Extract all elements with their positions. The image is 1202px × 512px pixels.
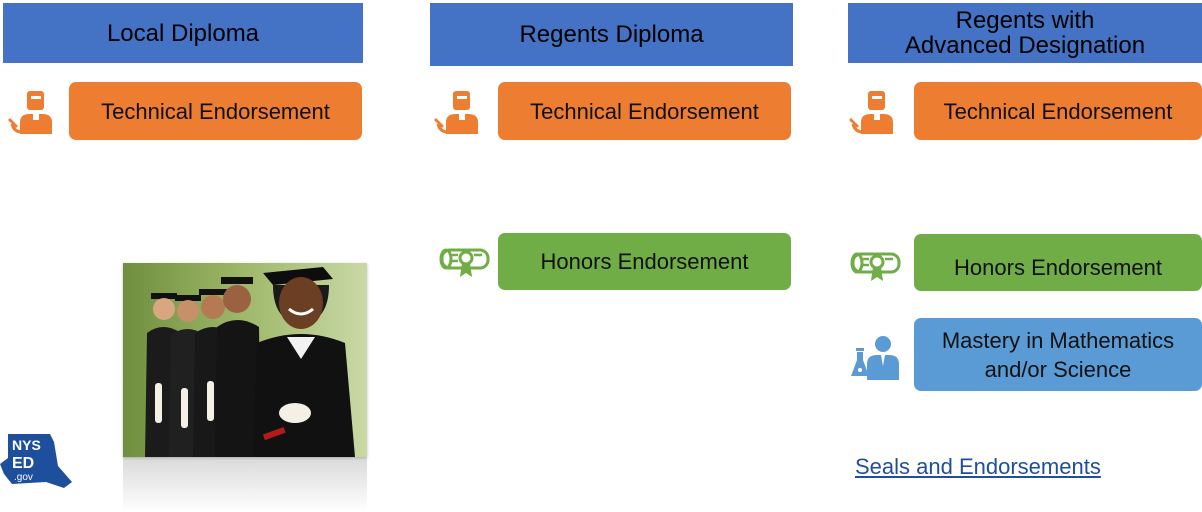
seals-and-endorsements-link[interactable]: Seals and Endorsements [855, 454, 1101, 479]
welder-icon [849, 91, 893, 134]
welder-icon [8, 91, 52, 134]
technical-endorsement-local: Technical Endorsement [69, 82, 362, 140]
header-local-diploma: Local Diploma [3, 3, 363, 63]
header-local-diploma-label: Local Diploma [106, 19, 260, 47]
header-regents-advanced-line2: Advanced Designation [904, 32, 1146, 59]
mastery-math-science: Mastery in Mathematics and/or Science [914, 318, 1202, 391]
nysed-logo: NYS ED .gov [0, 430, 76, 494]
honors-endorsement-regents: Honors Endorsement [498, 233, 791, 290]
header-regents-diploma: Regents Diploma [430, 3, 793, 66]
honors-endorsement-advanced: Honors Endorsement [914, 234, 1202, 291]
graduates-illustration [123, 263, 367, 457]
header-regents-diploma-label: Regents Diploma [519, 21, 704, 48]
diploma-icon [439, 248, 490, 277]
svg-text:NYS: NYS [12, 437, 41, 453]
technical-endorsement-advanced: Technical Endorsement [914, 82, 1202, 140]
honors-endorsement-label: Honors Endorsement [954, 255, 1162, 280]
diploma-icon [850, 252, 901, 281]
technical-endorsement-label: Technical Endorsement [943, 98, 1173, 124]
technical-endorsement-regents: Technical Endorsement [498, 82, 791, 140]
scientist-icon [851, 336, 899, 380]
honors-endorsement-label: Honors Endorsement [540, 249, 749, 274]
photo-reflection [123, 457, 367, 512]
header-regents-advanced: Regents with Advanced Designation [848, 3, 1202, 63]
graduates-photo [123, 263, 367, 457]
nysed-logo-graphic: NYS ED .gov [0, 434, 72, 488]
technical-endorsement-label: Technical Endorsement [530, 98, 759, 124]
welder-icon [434, 91, 478, 134]
svg-text:.gov: .gov [14, 472, 33, 483]
svg-text:ED: ED [12, 455, 34, 472]
mastery-line1: Mastery in Mathematics [941, 327, 1175, 353]
mastery-line2: and/or Science [984, 356, 1132, 382]
technical-endorsement-label: Technical Endorsement [101, 98, 330, 124]
header-regents-advanced-line1: Regents with [955, 7, 1095, 34]
